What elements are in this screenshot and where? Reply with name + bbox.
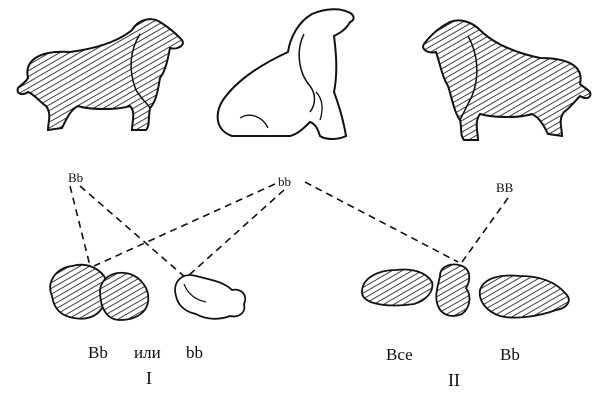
right-parent-genotype: BB bbox=[496, 180, 514, 195]
line-bb-to-dark-pups bbox=[94, 184, 275, 266]
middle-parent-genotype: bb bbox=[278, 174, 291, 189]
offspring-I-light-pup bbox=[175, 275, 245, 319]
group-II-prefix: Все bbox=[386, 345, 413, 364]
offspring-II-pups bbox=[362, 264, 569, 317]
group-I-light-genotype: bb bbox=[186, 343, 203, 362]
parent-light-dog-middle bbox=[218, 9, 354, 139]
group-II-genotype: Bb bbox=[500, 345, 520, 364]
line-Bb-to-light-pup bbox=[80, 186, 186, 278]
line-Bb-to-dark-pups bbox=[70, 186, 90, 266]
group-I-dark-genotype: Bb bbox=[88, 343, 108, 362]
line-bb-to-group-II bbox=[305, 182, 458, 262]
cross-lines bbox=[70, 182, 508, 278]
parent-dark-dog-left bbox=[18, 19, 183, 130]
group-I-or-connector: или bbox=[134, 343, 161, 362]
line-bb-to-light-pup bbox=[188, 190, 284, 276]
group-II-label: II bbox=[448, 370, 460, 389]
left-parent-genotype: Bb bbox=[68, 170, 83, 185]
offspring-I-dark-pups bbox=[50, 265, 148, 320]
group-I-label: I bbox=[146, 368, 152, 388]
line-BB-to-group-II bbox=[462, 198, 508, 262]
parent-dark-dog-right bbox=[423, 20, 590, 140]
